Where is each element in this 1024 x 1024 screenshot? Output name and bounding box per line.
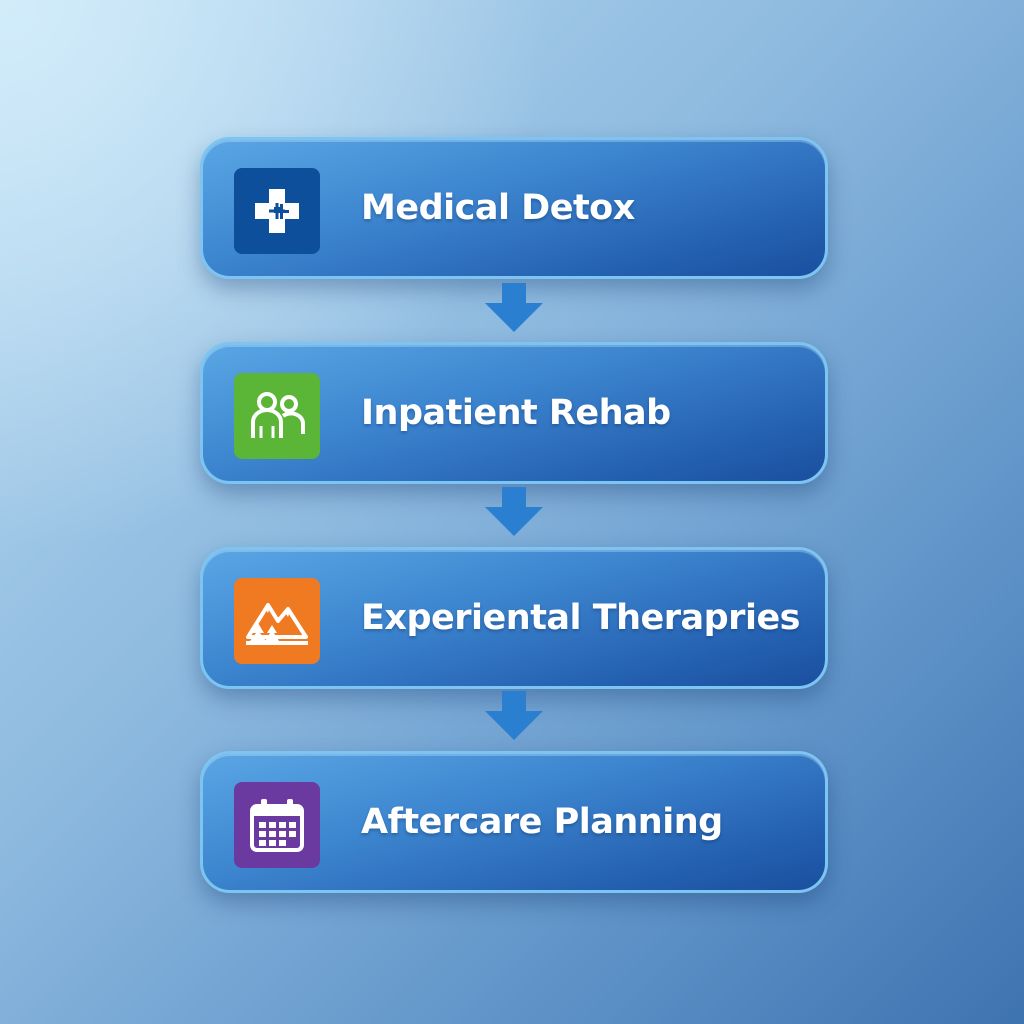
medical-cross-icon (255, 189, 299, 233)
people-tile (234, 373, 320, 459)
arrow-down-icon (485, 487, 543, 536)
step-label: Experiental Therapries (361, 598, 801, 638)
mountains-tile (234, 578, 320, 664)
arrow-down-icon (485, 691, 543, 740)
calendar-icon (250, 799, 304, 852)
step-label: Aftercare Planning (361, 802, 723, 842)
mountains-trees-icon (246, 603, 308, 645)
calendar-tile (234, 782, 320, 868)
arrow-down-icon (485, 283, 543, 332)
step-medical-detox: Medical Detox (200, 137, 828, 279)
step-inpatient-rehab: Inpatient Rehab (200, 342, 828, 484)
medical-tile (234, 168, 320, 254)
step-label: Medical Detox (361, 188, 635, 228)
people-icon (251, 392, 305, 438)
step-experiental-therapries: Experiental Therapries (200, 547, 828, 689)
step-label: Inpatient Rehab (361, 393, 671, 433)
step-aftercare-planning: Aftercare Planning (200, 751, 828, 893)
